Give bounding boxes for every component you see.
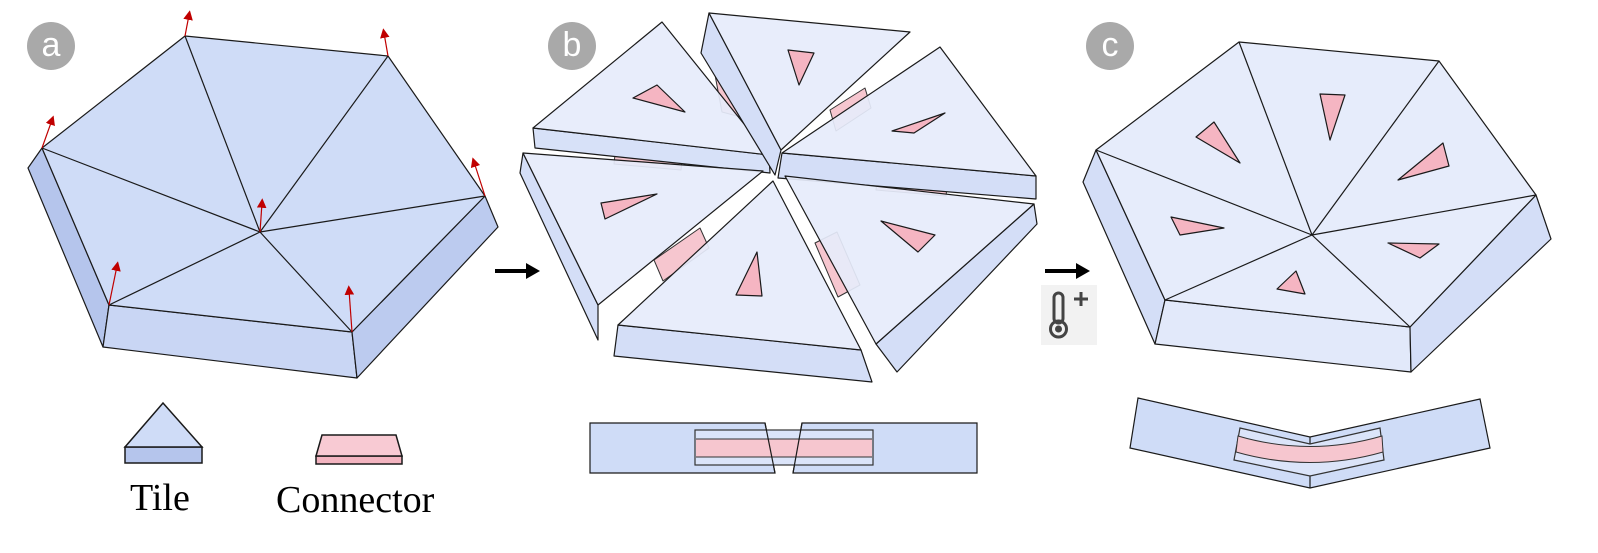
legend-tile-icon bbox=[123, 401, 204, 464]
panel-a-normal-vectors bbox=[41, 10, 486, 333]
panel-label-c: c bbox=[1086, 22, 1134, 70]
legend-connector-icon bbox=[315, 434, 403, 465]
normal-vector bbox=[470, 157, 486, 197]
normal-vector bbox=[256, 198, 267, 233]
panel-label-a: a bbox=[27, 22, 75, 70]
panel-b-exploded-tiles bbox=[519, 12, 1038, 383]
connector-pegs bbox=[1170, 93, 1450, 295]
connector-pegs bbox=[600, 49, 946, 297]
right-arrow-icon bbox=[1045, 263, 1090, 279]
thermometer-plus-icon bbox=[1041, 285, 1097, 345]
panel-c-folded-hexagon bbox=[1082, 41, 1552, 373]
normal-vector bbox=[380, 28, 390, 57]
normal-vector bbox=[108, 261, 121, 306]
legend-tile-label: Tile bbox=[130, 477, 190, 519]
panel-c-cross-section bbox=[1129, 397, 1491, 489]
panel-b-cross-section bbox=[589, 422, 978, 474]
panel-a-hexagon bbox=[27, 35, 499, 379]
right-arrow-icon bbox=[495, 263, 540, 279]
normal-vector bbox=[183, 10, 193, 37]
panel-label-b: b bbox=[548, 22, 596, 70]
normal-vector bbox=[344, 285, 355, 333]
normal-vector bbox=[41, 115, 55, 149]
legend-connector-label: Connector bbox=[276, 479, 435, 521]
